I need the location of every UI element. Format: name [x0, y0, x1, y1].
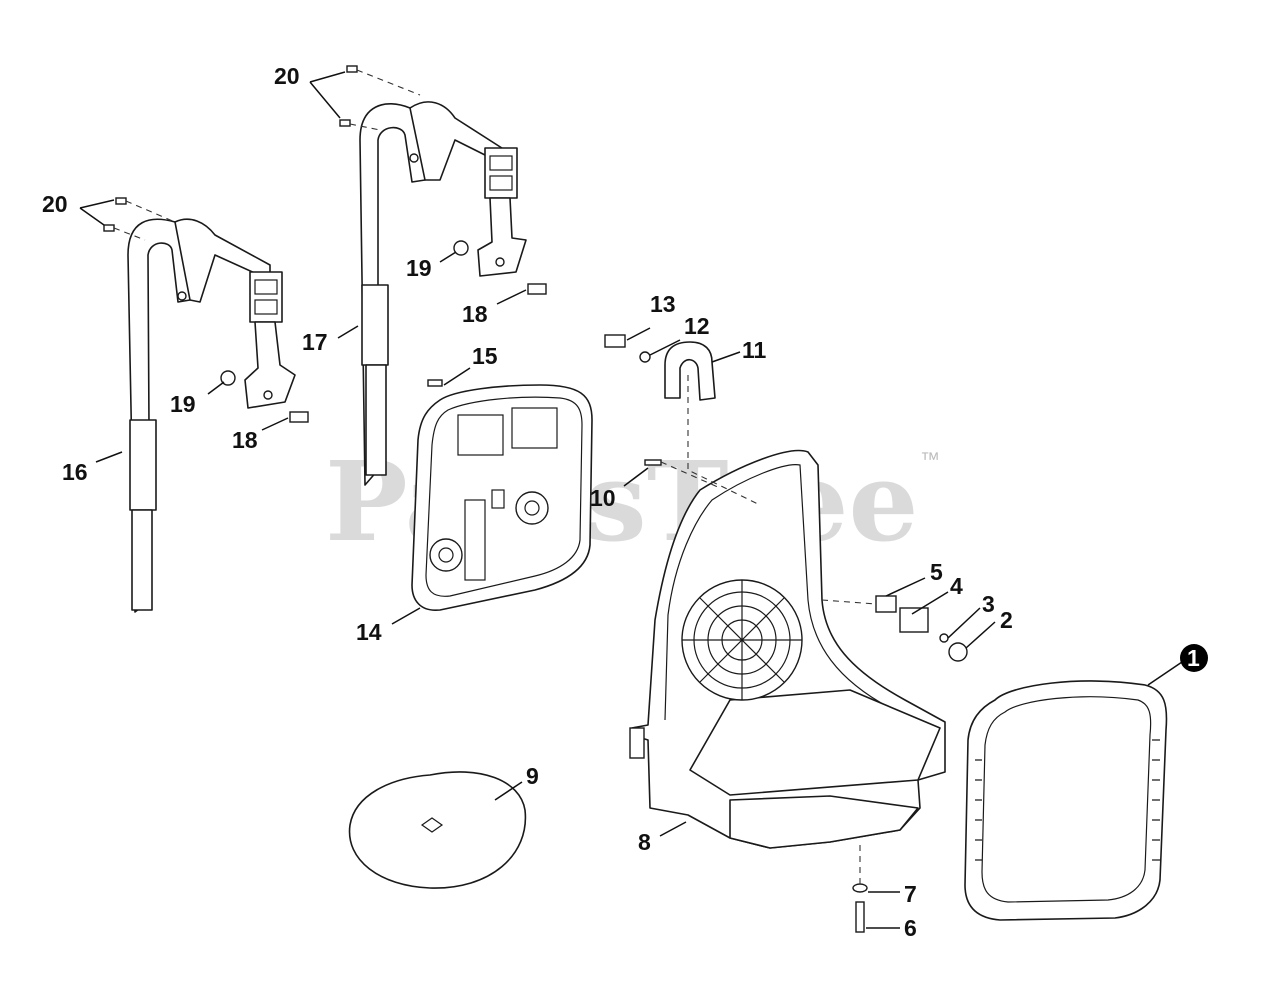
- spring-4[interactable]: [899, 607, 929, 633]
- leader-lines: [79, 71, 1183, 929]
- callout-17: 17: [302, 329, 328, 355]
- harness-strap-left[interactable]: [127, 218, 296, 613]
- callout-8: 8: [638, 829, 651, 855]
- callout-20-left: 20: [42, 191, 68, 217]
- callout-16: 16: [62, 459, 88, 485]
- bolt-13[interactable]: [604, 334, 626, 348]
- callout-14: 14: [356, 619, 382, 645]
- washer-3[interactable]: [939, 633, 949, 643]
- gasket-sheet[interactable]: [348, 771, 527, 889]
- screw-20-left-a[interactable]: [115, 197, 127, 205]
- callout-15: 15: [472, 343, 498, 369]
- nut-19-left[interactable]: [220, 370, 236, 386]
- callout-13: 13: [650, 291, 676, 317]
- bolt-18-top[interactable]: [527, 283, 547, 295]
- callout-4: 4: [950, 573, 963, 599]
- callout-18-left: 18: [232, 427, 258, 453]
- callout-18-top: 18: [462, 301, 488, 327]
- washer-12[interactable]: [639, 351, 651, 363]
- fitting-5[interactable]: [875, 595, 897, 613]
- callout-19-left: 19: [170, 391, 196, 417]
- blower-back-frame[interactable]: [629, 449, 946, 849]
- callout-3: 3: [982, 591, 995, 617]
- washer-7[interactable]: [852, 883, 868, 893]
- callout-1: 1: [1187, 645, 1200, 671]
- back-pad-frame[interactable]: [411, 384, 593, 611]
- callout-19-top: 19: [406, 255, 432, 281]
- callout-6: 6: [904, 915, 917, 941]
- blower-ring[interactable]: [964, 680, 1168, 921]
- screw-20-top-b[interactable]: [339, 119, 351, 127]
- bolt-6[interactable]: [855, 901, 865, 933]
- callout-9: 9: [526, 763, 539, 789]
- callout-10: 10: [590, 485, 616, 511]
- callout-1-badge: [1180, 644, 1208, 672]
- screw-20-left-b[interactable]: [103, 224, 115, 232]
- nut-2[interactable]: [948, 642, 968, 662]
- bolt-18-left[interactable]: [289, 411, 309, 423]
- callout-5: 5: [930, 559, 943, 585]
- callout-2: 2: [1000, 607, 1013, 633]
- callout-12: 12: [684, 313, 710, 339]
- callout-20-top: 20: [274, 63, 300, 89]
- callout-11: 11: [742, 337, 767, 363]
- assembly-lines: [113, 69, 877, 885]
- hose-clamp[interactable]: [664, 341, 716, 401]
- callouts: 20 20 19 19 18 18 17 16 15 14 13 12 11 1…: [42, 63, 1208, 941]
- harness-strap-right[interactable]: [359, 101, 527, 486]
- screw-15[interactable]: [427, 379, 443, 387]
- watermark-trademark: ™: [920, 449, 940, 471]
- screw-20-top-a[interactable]: [346, 65, 358, 73]
- callout-7: 7: [904, 881, 917, 907]
- nut-19-top[interactable]: [453, 240, 469, 256]
- screw-10[interactable]: [644, 459, 662, 466]
